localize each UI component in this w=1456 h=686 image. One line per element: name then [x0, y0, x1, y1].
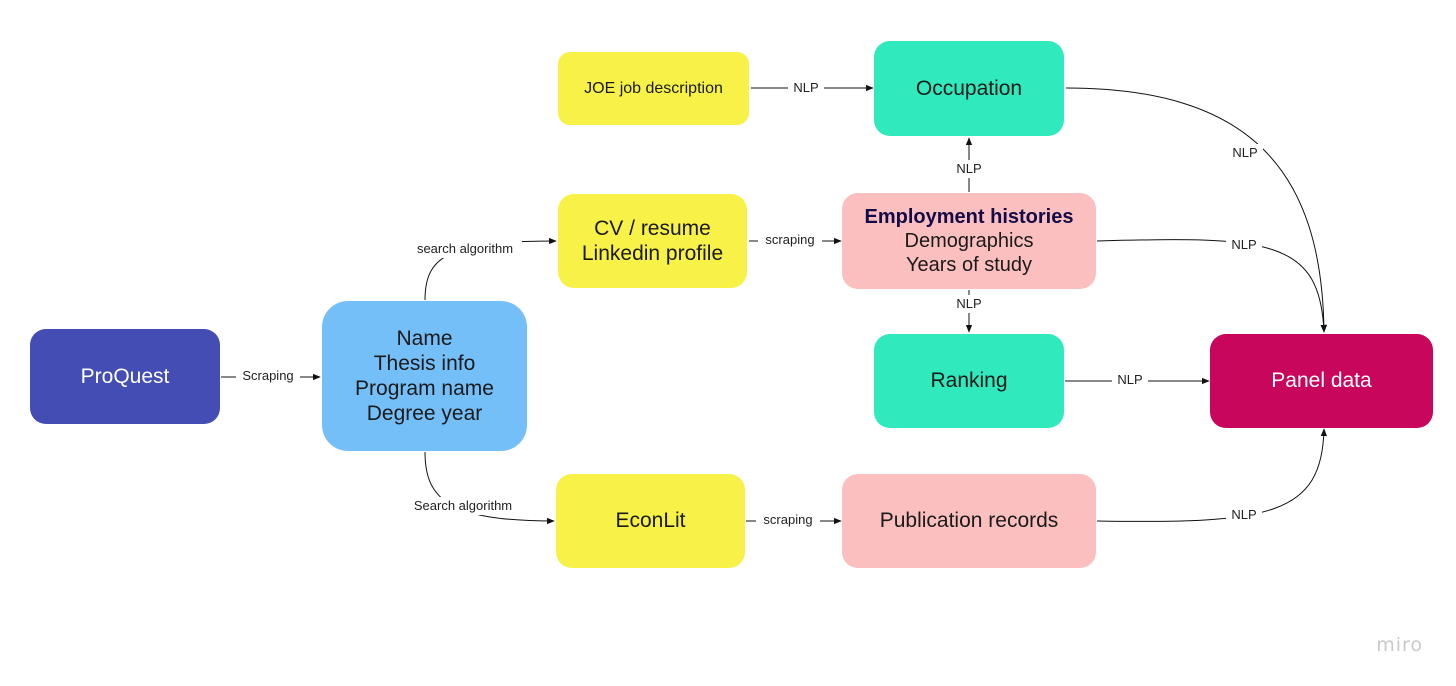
node-occupation-label: Occupation — [915, 76, 1023, 100]
employment-line-years: Years of study — [905, 254, 1032, 276]
node-thesis-info: Name Thesis info Program name Degree yea… — [322, 301, 527, 451]
cv-line-resume: CV / resume — [594, 216, 711, 240]
edge-publication-panel — [1096, 428, 1328, 522]
miro-watermark: miro — [1376, 634, 1423, 656]
edge-label-nlp-occupation-panel: NLP — [1232, 145, 1257, 160]
edge-label-nlp-employment-panel: NLP — [1231, 237, 1256, 252]
edge-label-nlp-joe: NLP — [793, 80, 818, 95]
employment-line-demographics: Demographics — [904, 230, 1034, 252]
edge-label-nlp-ranking-panel: NLP — [1117, 372, 1142, 387]
node-publication-records: Publication records — [842, 474, 1096, 568]
node-publication-label: Publication records — [879, 509, 1059, 533]
edge-label-nlp-ranking: NLP — [956, 296, 981, 311]
thesis-line-name: Name — [396, 326, 453, 350]
edge-label-search-algorithm-top: search algorithm — [417, 241, 513, 256]
thesis-line-program-name: Program name — [355, 377, 494, 400]
edge-label-nlp-occupation: NLP — [956, 161, 981, 176]
node-joe-label: JOE job description — [584, 79, 723, 97]
edge-label-scraping-cv: scraping — [765, 232, 814, 247]
thesis-line-degree-year: Degree year — [366, 402, 483, 426]
edge-label-search-algorithm-bottom: Search algorithm — [414, 498, 512, 513]
node-proquest-label: ProQuest — [80, 364, 170, 388]
node-panel-data: Panel data — [1210, 334, 1433, 428]
node-econlit: EconLit — [556, 474, 745, 568]
node-proquest: ProQuest — [30, 329, 220, 424]
thesis-line-thesis-info: Thesis info — [373, 351, 476, 375]
node-ranking: Ranking — [874, 334, 1064, 428]
cv-line-linkedin: Linkedin profile — [581, 242, 724, 265]
edge-employment-panel — [1096, 239, 1327, 333]
node-panel-label: Panel data — [1271, 369, 1372, 393]
node-ranking-label: Ranking — [930, 369, 1008, 393]
node-econlit-label: EconLit — [615, 509, 686, 533]
edge-label-nlp-publication-panel: NLP — [1231, 507, 1256, 522]
edge-occupation-panel — [1065, 87, 1328, 333]
employment-line-title: Employment histories — [864, 206, 1074, 228]
edge-label-scraping-econlit: scraping — [763, 512, 812, 527]
node-occupation: Occupation — [874, 41, 1064, 136]
node-cv-linkedin: CV / resume Linkedin profile — [558, 194, 747, 288]
node-joe-job-description: JOE job description — [558, 52, 749, 125]
node-employment-histories: Employment histories Demographics Years … — [842, 193, 1096, 289]
edge-label-scraping-proquest: Scraping — [242, 368, 293, 383]
